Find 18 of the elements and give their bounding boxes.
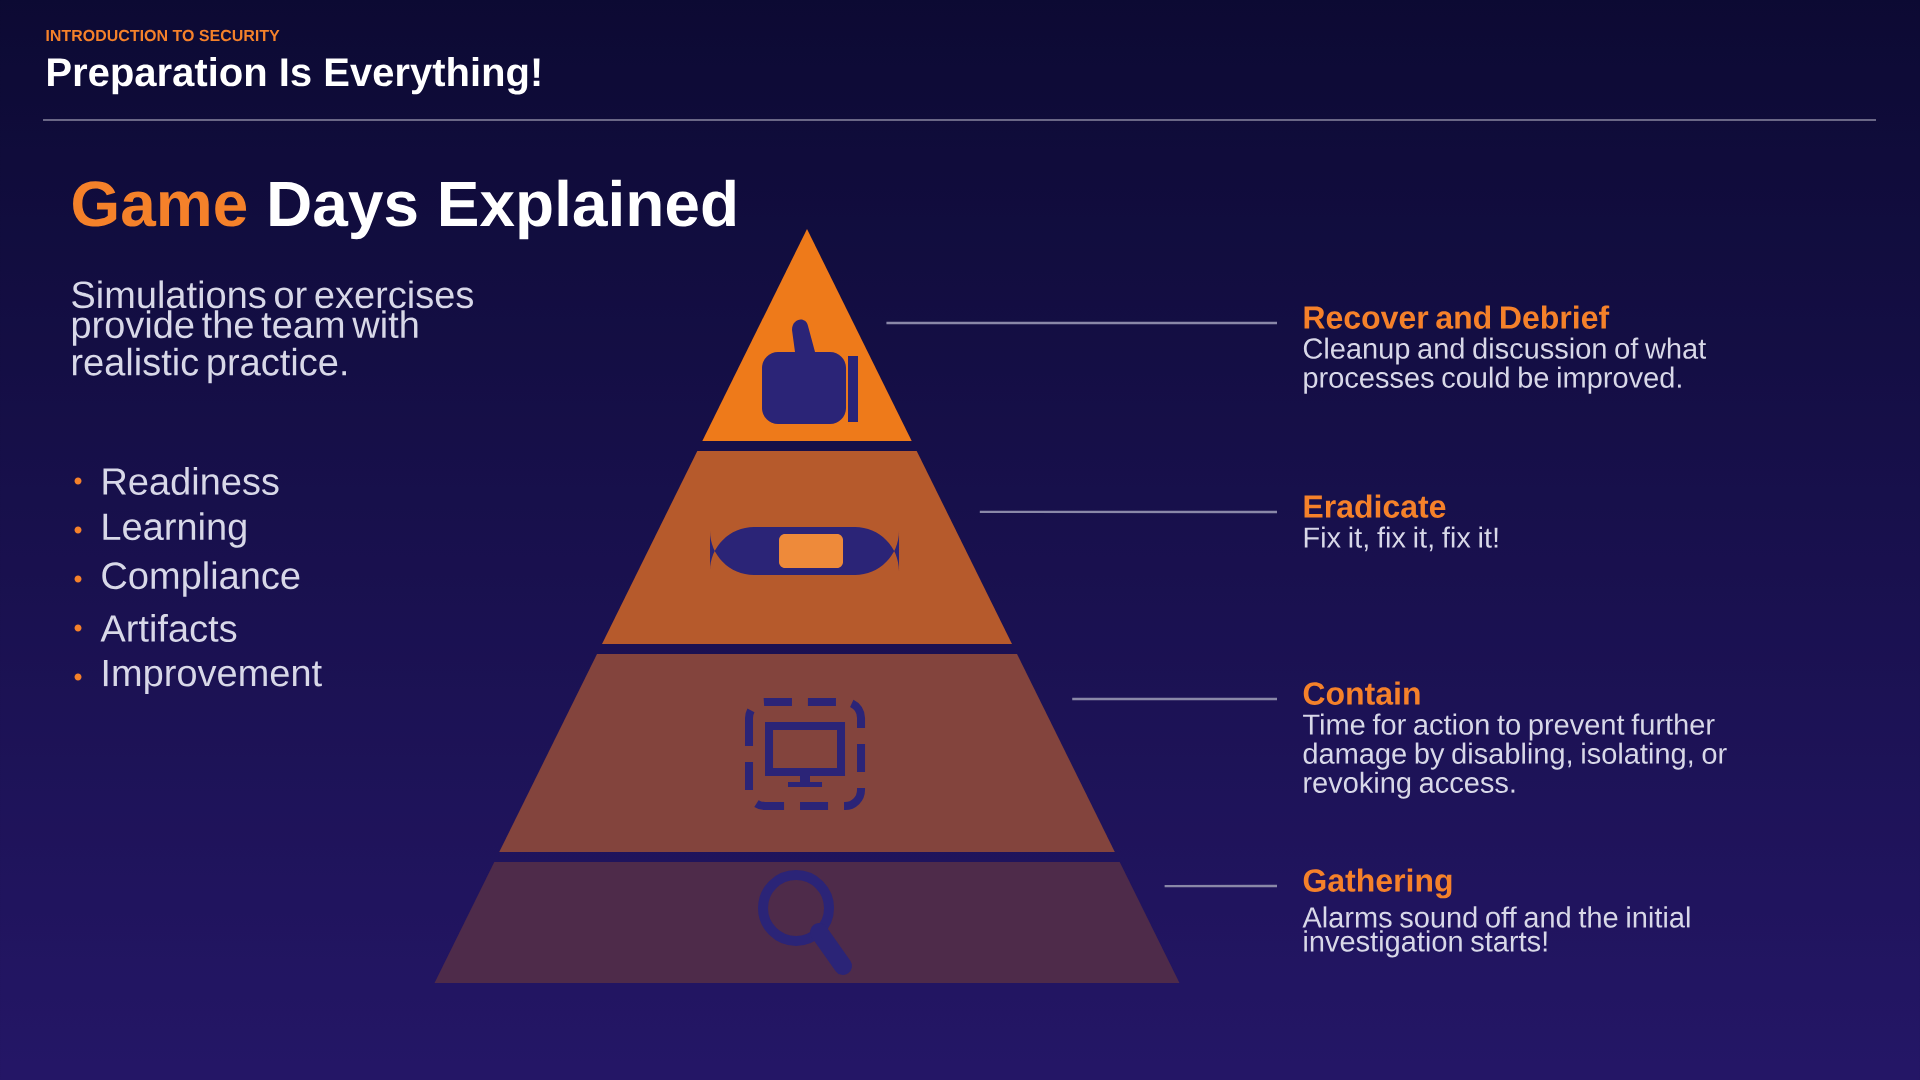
course-name: INTRODUCTION TO SECURITY <box>46 29 280 42</box>
leader-line <box>1164 884 1277 888</box>
step-description: Contain Time for action to prevent further damage by disabling, isolating, or revoking access. <box>1303 681 1727 799</box>
leader-line <box>979 510 1277 514</box>
leader-line <box>886 321 1277 325</box>
step-description: Eradicate Fix it, fix it, fix it! <box>1304 494 1498 552</box>
bullet-item: Readiness <box>74 467 279 495</box>
pyramid-layer <box>499 654 1115 852</box>
bullet-item: Compliance <box>74 561 300 597</box>
bullet-item: Learning <box>74 512 246 548</box>
slide-title: Preparation Is Everything! <box>48 57 540 95</box>
slide-heading: Game Days Explained <box>73 179 735 240</box>
intro-paragraph: Simulations or exercises provide the team with realistic practice. <box>72 280 473 384</box>
leader-line <box>1072 697 1277 701</box>
step-description: Gathering Alarms sound off and the initial investigation starts! <box>1302 868 1690 958</box>
bullet-item: Artifacts <box>74 614 237 642</box>
bullet-item: Improvement <box>74 660 322 694</box>
step-description: Recover and Debrief Cleanup and discussion of what processes could be improved. <box>1303 305 1706 394</box>
